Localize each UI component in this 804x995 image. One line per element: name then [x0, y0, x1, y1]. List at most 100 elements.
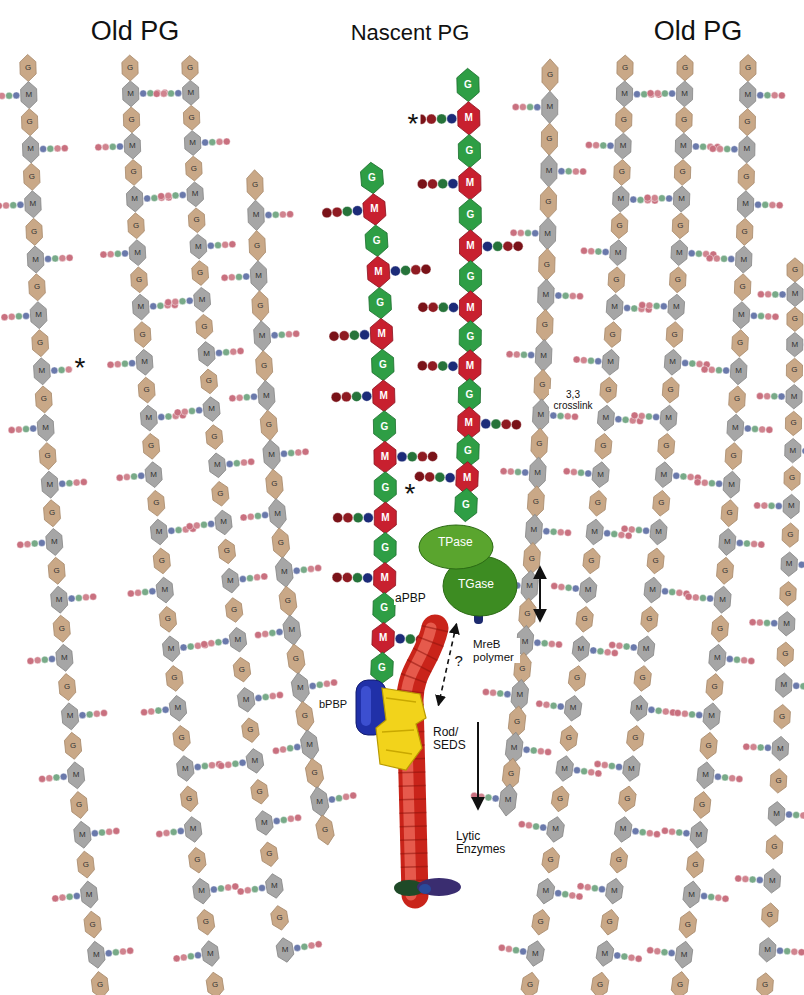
- sugar-hexagon: [123, 107, 140, 133]
- sugar-hexagon: [542, 91, 558, 123]
- sugar-letter: G: [212, 981, 218, 989]
- peptide-bead: [3, 202, 10, 209]
- sugar-hexagon: [537, 279, 554, 312]
- sugar-letter: M: [67, 712, 74, 720]
- peptide-bead: [498, 944, 505, 951]
- sugar-hexagon: [609, 239, 626, 266]
- peptide-bead: [616, 642, 623, 649]
- sugar-hexagon: [713, 586, 731, 614]
- peptide-bead: [288, 450, 295, 457]
- sugar-hexagon: [664, 349, 682, 376]
- sugar-hexagon: [633, 665, 652, 693]
- sugar-hexagon: [255, 350, 273, 381]
- sugar-hexagon: [255, 809, 275, 836]
- sugar-hexagon: [228, 626, 247, 653]
- sugar-letter: M: [788, 502, 795, 510]
- sugar-hexagon: [309, 785, 330, 818]
- sugar-hexagon: [24, 190, 41, 218]
- sugar-letter: G: [533, 498, 539, 506]
- peptide-bead: [177, 828, 184, 835]
- sugar-letter: M: [655, 528, 662, 536]
- peptide-bead: [222, 241, 229, 248]
- peptide-bead: [158, 193, 165, 200]
- sugar-hexagon: [702, 702, 721, 731]
- sugar-letter: M: [570, 704, 577, 712]
- peptide-bead: [48, 655, 55, 662]
- sugar-letter: G: [547, 71, 553, 79]
- peptide-bead: [353, 513, 363, 523]
- peptide-bead: [114, 250, 121, 257]
- peptide-bead: [653, 414, 660, 421]
- sugar-hexagon: [613, 816, 632, 844]
- peptide-bead: [426, 114, 436, 124]
- peptide-bead: [669, 90, 676, 97]
- sugar-letter: G: [613, 276, 619, 284]
- peptide-bead: [548, 640, 555, 647]
- sugar-letter: G: [508, 770, 514, 778]
- sugar-hexagon: [373, 562, 396, 594]
- sugar-hexagon: [182, 55, 199, 80]
- peptide-bead: [352, 206, 362, 216]
- peptide-bead: [350, 792, 357, 799]
- peptide-bead: [343, 793, 350, 800]
- sugar-hexagon: [666, 321, 684, 348]
- sugar-hexagon: [785, 411, 802, 436]
- sugar-hexagon: [705, 673, 724, 701]
- peptide-bead: [156, 830, 163, 837]
- peptide-bead: [611, 531, 618, 538]
- peptide-bead: [699, 594, 706, 601]
- peptide-bead: [218, 762, 225, 769]
- sugar-hexagon: [373, 411, 396, 443]
- peptide-bead: [261, 573, 268, 580]
- sugar-hexagon: [459, 291, 481, 324]
- sugar-letter: M: [381, 513, 389, 523]
- sugar-letter: M: [628, 765, 635, 773]
- sugar-letter: M: [585, 586, 592, 594]
- sugar-letter: M: [199, 296, 206, 304]
- peptide-bead: [504, 691, 511, 698]
- peptide-bead: [13, 92, 20, 99]
- sugar-hexagon: [165, 665, 184, 693]
- sugar-hexagon: [670, 971, 689, 995]
- sugar-letter: M: [255, 272, 262, 280]
- sugar-hexagon: [232, 656, 251, 683]
- peptide-bead: [736, 539, 743, 546]
- sugar-hexagon: [677, 55, 693, 81]
- sugar-letter: G: [466, 390, 474, 400]
- peptide-bead: [572, 585, 579, 592]
- sugar-hexagon: [185, 156, 202, 182]
- protein-label: MreB polymer: [472, 638, 520, 663]
- asterisk-mark: *: [403, 480, 418, 508]
- sugar-hexagon: [733, 301, 750, 329]
- sugar-hexagon: [374, 532, 396, 564]
- peptide-bead: [448, 361, 458, 371]
- peptide-bead: [208, 762, 215, 769]
- sugar-letter: M: [51, 538, 58, 546]
- sugar-letter: M: [660, 471, 667, 479]
- sugar-letter: M: [783, 620, 790, 628]
- peptide-bead: [637, 196, 644, 203]
- peptide-bead: [209, 139, 216, 146]
- peptide-bead: [761, 502, 768, 509]
- peptide-bead: [545, 749, 552, 756]
- peptide-bead: [557, 529, 564, 536]
- peptide-bead: [731, 146, 738, 153]
- peptide-bead: [363, 573, 373, 583]
- sugar-letter: G: [376, 298, 384, 308]
- peptide-bead: [493, 241, 503, 251]
- sugar-hexagon: [590, 971, 610, 995]
- peptide-bead: [202, 139, 209, 146]
- peptide-bead: [520, 351, 527, 358]
- peptide-bead: [654, 90, 661, 97]
- sugar-hexagon: [211, 481, 230, 507]
- peptide-bead: [8, 313, 15, 320]
- sugar-letter: M: [381, 452, 389, 462]
- sugar-hexagon: [626, 724, 645, 752]
- sugar-hexagon: [286, 643, 306, 675]
- peptide-bead: [315, 565, 322, 572]
- peptide-bead: [639, 302, 646, 309]
- peptide-bead: [525, 822, 532, 829]
- peptide-bead: [791, 948, 798, 955]
- peptide-bead: [114, 361, 121, 368]
- sugar-hexagon: [124, 133, 141, 159]
